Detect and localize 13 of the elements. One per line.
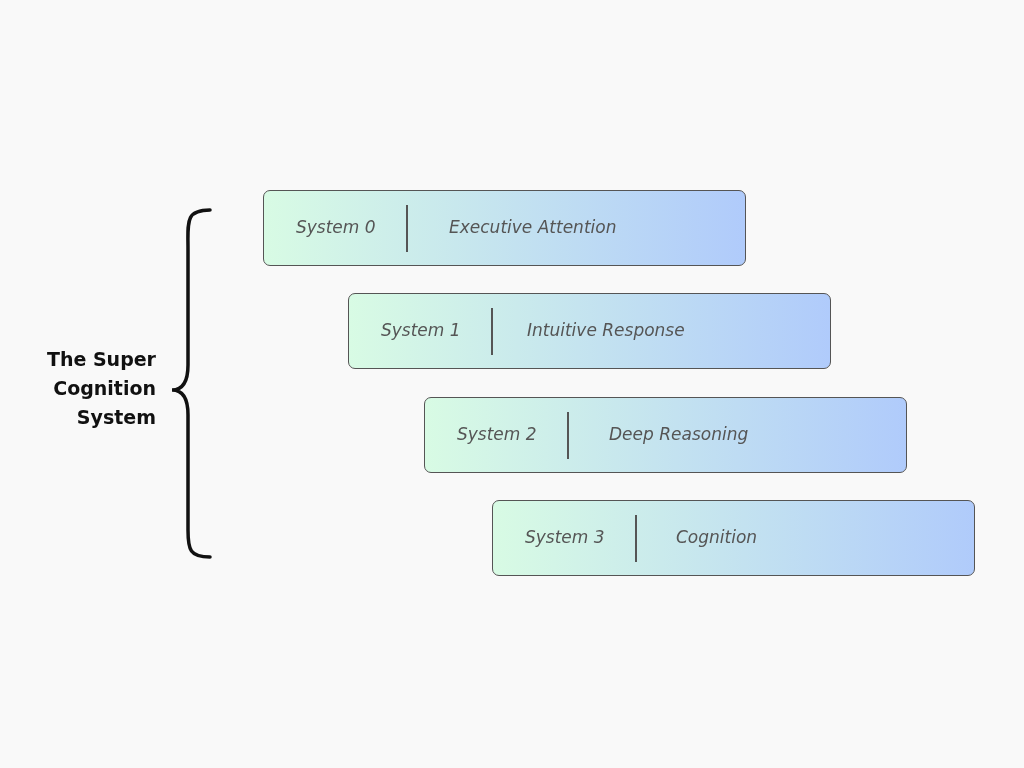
- system-description: Deep Reasoning: [609, 424, 749, 444]
- system-label: System 2: [457, 424, 537, 444]
- system-description: Intuitive Response: [527, 320, 685, 340]
- system-bar: [348, 293, 831, 369]
- system-label: System 0: [296, 217, 376, 237]
- system-bar: [263, 190, 746, 266]
- system-description: Cognition: [676, 527, 758, 547]
- system-bar: [492, 500, 975, 576]
- brace-label: The Super Cognition System: [45, 347, 156, 430]
- system-description: Executive Attention: [449, 217, 617, 237]
- system-bar: [424, 397, 907, 473]
- system-label: System 3: [525, 527, 605, 547]
- system-label: System 1: [381, 320, 461, 340]
